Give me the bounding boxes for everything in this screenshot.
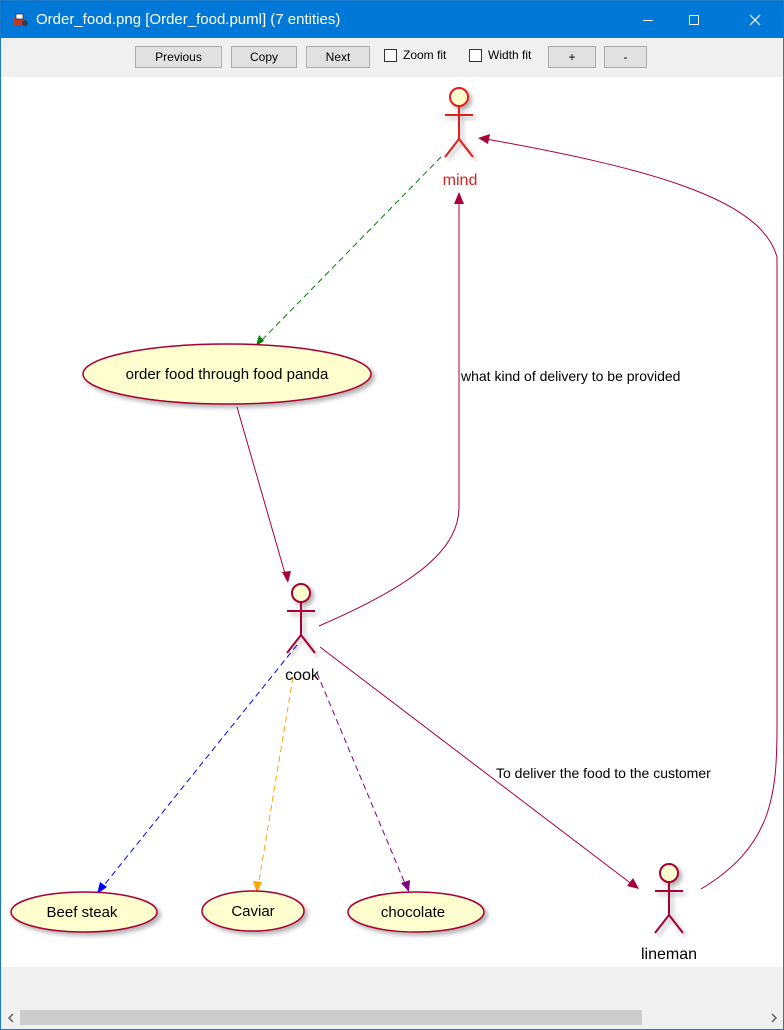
usecase-caviar-label: Caviar bbox=[231, 903, 274, 920]
chevron-left-icon bbox=[7, 1012, 14, 1023]
maximize-icon bbox=[689, 14, 699, 25]
app-icon bbox=[14, 13, 28, 26]
copy-button[interactable]: Copy bbox=[231, 46, 297, 68]
previous-button[interactable]: Previous bbox=[135, 46, 222, 68]
scroll-right-button[interactable] bbox=[765, 1007, 782, 1028]
zoom-fit-checkbox[interactable] bbox=[384, 49, 397, 62]
edge-cook-to-chocolate bbox=[316, 672, 410, 892]
maximize-button[interactable] bbox=[671, 1, 717, 38]
chevron-right-icon bbox=[770, 1012, 777, 1023]
title-bar[interactable]: Order_food.png [Order_food.puml] (7 enti… bbox=[1, 1, 783, 38]
actor-mind-label: mind bbox=[443, 172, 478, 189]
usecase-order-label: order food through food panda bbox=[126, 366, 329, 383]
usecase-order[interactable]: order food through food panda bbox=[82, 343, 372, 405]
zoom-in-button[interactable]: + bbox=[548, 46, 596, 68]
usecase-beef-steak[interactable]: Beef steak bbox=[10, 891, 158, 933]
edge-cook-to-mind bbox=[318, 192, 464, 627]
minimize-button[interactable] bbox=[625, 1, 671, 38]
actor-cook-label: cook bbox=[285, 667, 320, 684]
diagram-canvas[interactable]: what kind of delivery to be provided To … bbox=[1, 77, 783, 967]
minimize-icon bbox=[643, 19, 653, 21]
close-button[interactable] bbox=[732, 1, 778, 38]
usecase-chocolate-label: chocolate bbox=[381, 904, 445, 921]
usecase-beef-label: Beef steak bbox=[47, 904, 118, 921]
edge-cook-to-lineman bbox=[319, 646, 639, 889]
actor-cook[interactable] bbox=[286, 583, 316, 654]
usecase-caviar[interactable]: Caviar bbox=[201, 890, 305, 932]
scrollbar-thumb[interactable] bbox=[20, 1010, 642, 1025]
label-cook-to-mind: what kind of delivery to be provided bbox=[460, 368, 680, 384]
usecase-chocolate[interactable]: chocolate bbox=[347, 891, 485, 933]
window-title: Order_food.png [Order_food.puml] (7 enti… bbox=[36, 11, 341, 28]
toolbar: Previous Copy Next Zoom fit Width fit + … bbox=[1, 38, 783, 76]
label-cook-to-lineman: To deliver the food to the customer bbox=[496, 765, 711, 781]
horizontal-scrollbar[interactable] bbox=[1, 1007, 783, 1028]
usecase-diagram: what kind of delivery to be provided To … bbox=[10, 87, 778, 963]
width-fit-checkbox[interactable] bbox=[469, 49, 482, 62]
edge-lineman-to-mind bbox=[478, 134, 778, 890]
edge-mind-to-order bbox=[256, 156, 442, 346]
actor-mind[interactable] bbox=[444, 87, 474, 158]
width-fit-label: Width fit bbox=[488, 48, 532, 62]
next-button[interactable]: Next bbox=[306, 46, 370, 68]
zoom-fit-label: Zoom fit bbox=[403, 48, 447, 62]
edge-order-to-cook bbox=[236, 406, 291, 583]
scroll-left-button[interactable] bbox=[2, 1007, 19, 1028]
edge-cook-to-beef bbox=[97, 644, 298, 894]
edge-cook-to-caviar bbox=[253, 676, 294, 893]
zoom-out-button[interactable]: - bbox=[604, 46, 647, 68]
actor-lineman[interactable] bbox=[654, 863, 684, 934]
close-icon bbox=[749, 14, 761, 25]
actor-lineman-label: lineman bbox=[641, 946, 697, 963]
